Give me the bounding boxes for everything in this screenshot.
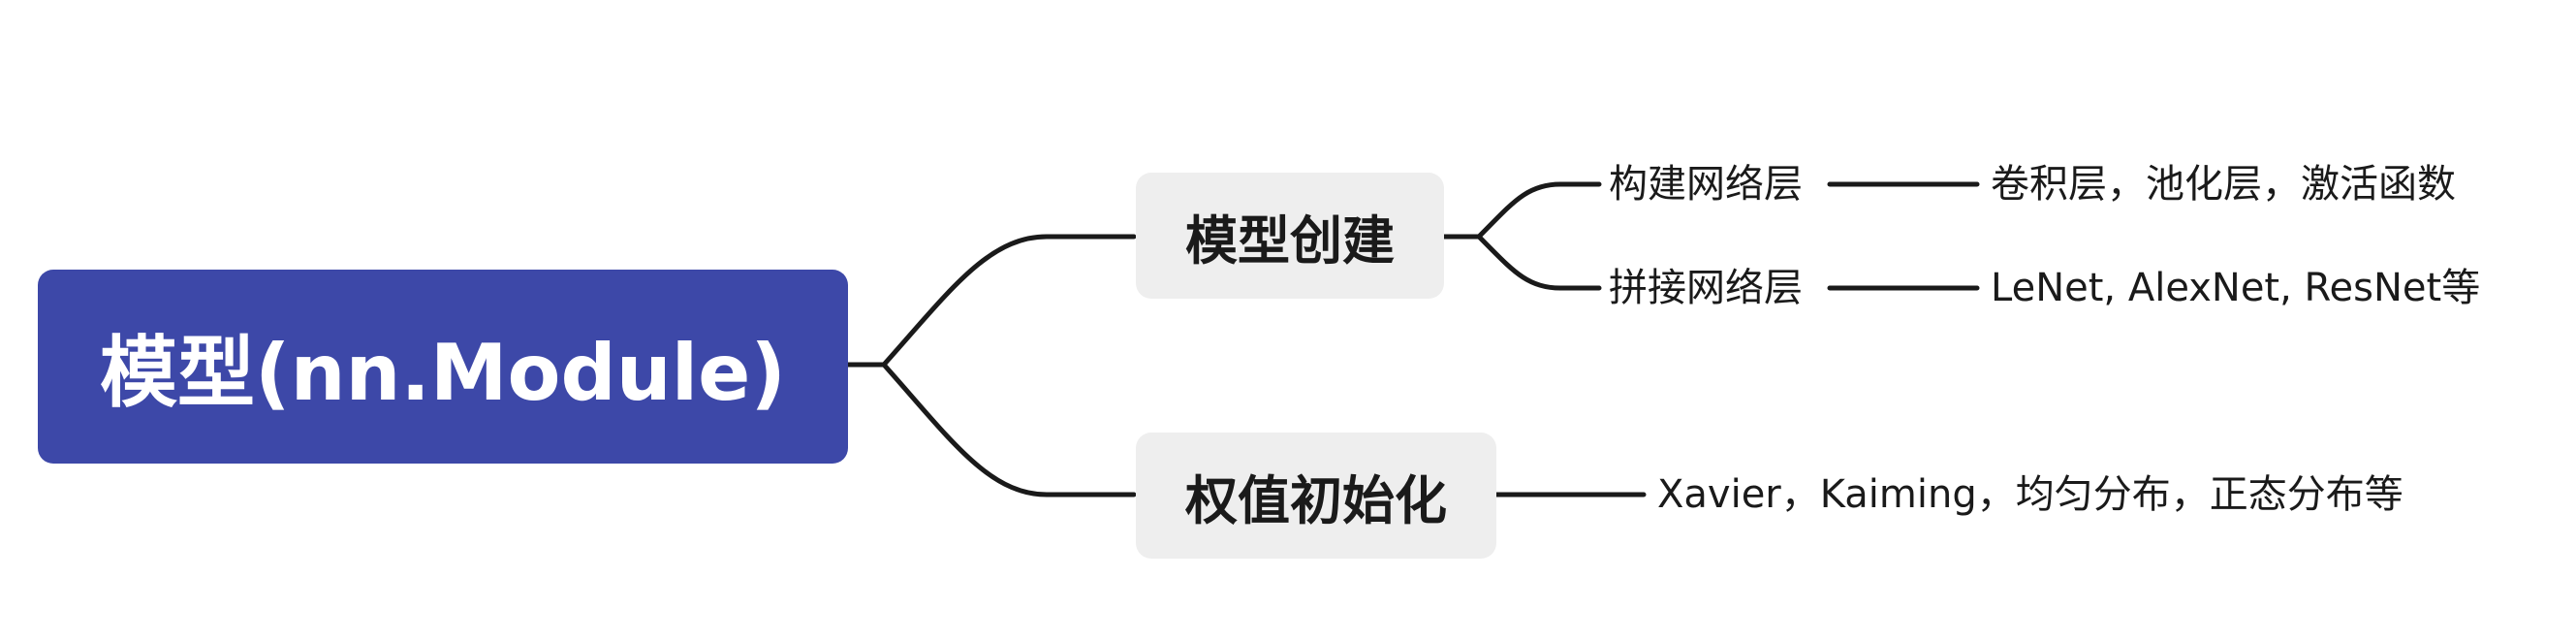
branch-model-creation: 模型创建: [1136, 173, 1444, 299]
branch-weight-init-label: 权值初始化: [1185, 469, 1447, 531]
root-node: 模型(nn.Module): [38, 270, 848, 464]
leaf-concat-layers-detail: LeNet, AlexNet, ResNet等: [1991, 266, 2481, 310]
branch-weight-init: 权值初始化: [1136, 433, 1496, 559]
connector-root-to-model: [881, 234, 1137, 368]
connector-model-to-build: [1476, 181, 1602, 240]
connector-model-to-concat: [1476, 234, 1602, 291]
leaf-weight-init-detail: Xavier，Kaiming，均匀分布，正态分布等: [1657, 472, 2403, 517]
leaf-concat-layers: 拼接网络层: [1609, 266, 1803, 310]
root-label: 模型(nn.Module): [100, 328, 786, 418]
leaf-build-layers-detail: 卷积层，池化层，激活函数: [1991, 162, 2456, 207]
branch-model-creation-label: 模型创建: [1185, 209, 1395, 272]
connector-root-to-weight: [881, 362, 1137, 498]
leaf-build-layers: 构建网络层: [1609, 162, 1803, 207]
